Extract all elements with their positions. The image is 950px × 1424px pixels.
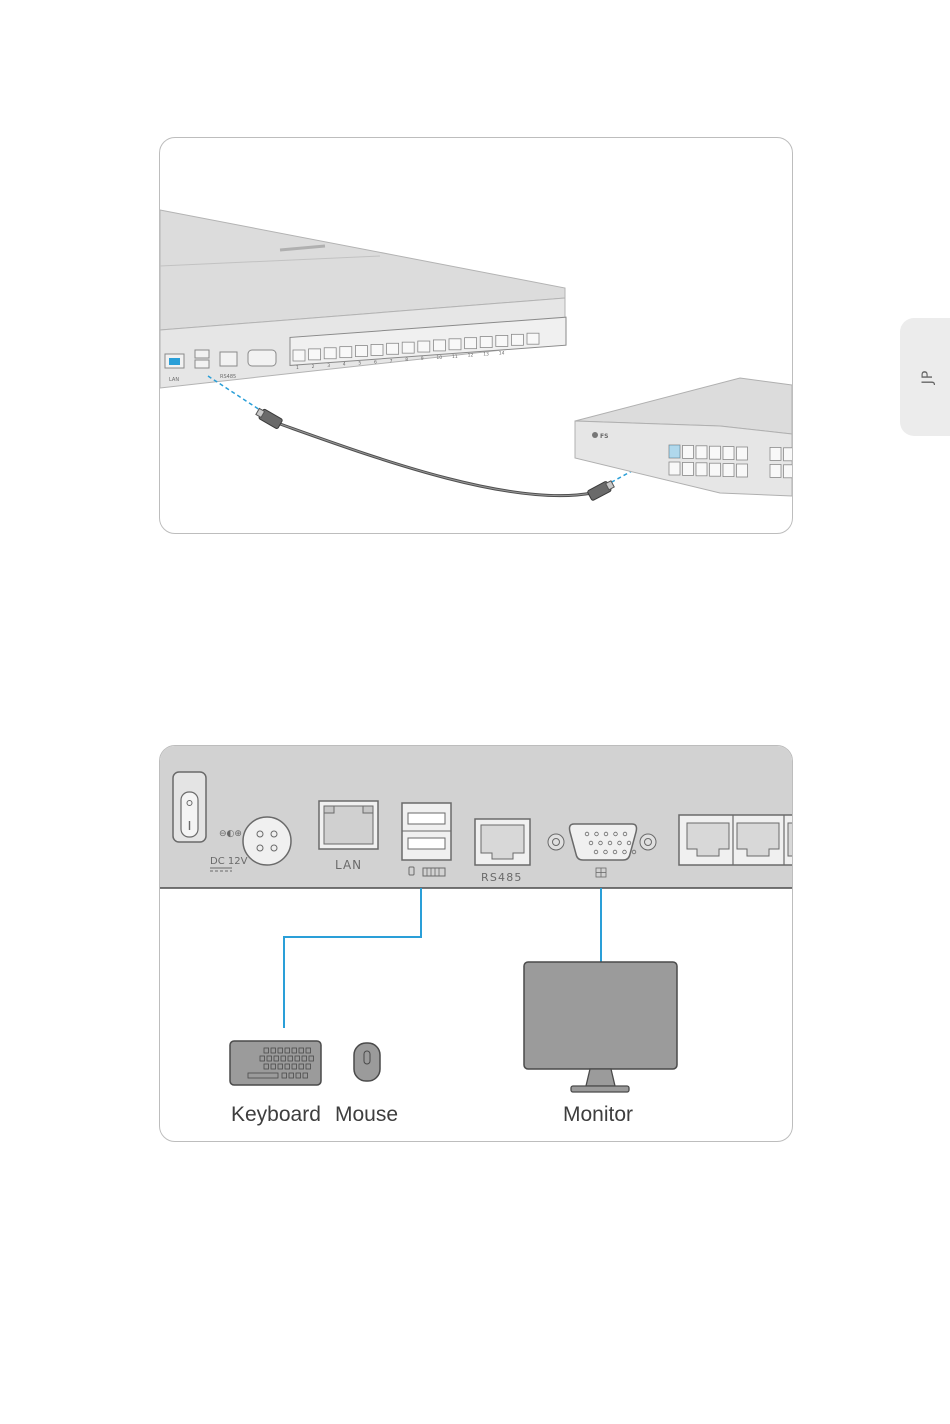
server-port-number: 5 bbox=[358, 361, 361, 367]
server-port-number: 10 bbox=[436, 355, 442, 361]
server-port-number: 4 bbox=[343, 362, 346, 368]
server-lan-label: LAN bbox=[169, 377, 179, 383]
server-port-number: 3 bbox=[327, 363, 330, 369]
server-rs485-label: RS485 bbox=[220, 374, 236, 380]
server-port-number: 14 bbox=[499, 350, 505, 356]
server-port-number: 1 bbox=[296, 365, 299, 371]
server-port-number: 7 bbox=[390, 358, 393, 364]
cable-connector-right bbox=[587, 479, 615, 501]
server-port-number: 12 bbox=[468, 353, 474, 359]
server-port-number: 2 bbox=[312, 364, 315, 370]
server-port-number: 6 bbox=[374, 359, 377, 365]
server-port-number: 8 bbox=[405, 357, 408, 363]
server-rs485-port bbox=[220, 352, 237, 366]
rs485-label: RS485 bbox=[481, 871, 523, 884]
usb-connection-line bbox=[284, 888, 421, 1028]
ethernet-cable bbox=[280, 424, 592, 496]
mouse-icon bbox=[354, 1043, 380, 1081]
monitor-caption: Monitor bbox=[563, 1103, 633, 1126]
mouse-caption: Mouse bbox=[335, 1103, 398, 1126]
language-tab-label: JP bbox=[920, 370, 936, 385]
peripheral-connection-illustration: ⊖◐⊕ DC 12V LAN RS485 bbox=[160, 746, 792, 1141]
lan-label: LAN bbox=[335, 858, 362, 872]
peripheral-connection-diagram: ⊖◐⊕ DC 12V LAN RS485 bbox=[159, 745, 793, 1142]
server-port-number: 9 bbox=[421, 356, 424, 362]
language-tab[interactable]: JP bbox=[900, 318, 950, 436]
dc-polarity-symbol: ⊖◐⊕ bbox=[219, 829, 242, 839]
server-vga-port bbox=[248, 350, 276, 366]
keyboard-caption: Keyboard bbox=[231, 1103, 321, 1126]
cable-connector-left bbox=[255, 407, 283, 430]
vga-screw-left bbox=[548, 834, 564, 850]
dc-label: DC 12V bbox=[210, 856, 248, 867]
keyboard-icon bbox=[230, 1041, 321, 1085]
vga-port bbox=[570, 824, 637, 860]
server-port-number: 11 bbox=[452, 354, 458, 360]
dc-power-jack bbox=[243, 817, 291, 865]
switch-logo: FS bbox=[600, 433, 608, 440]
monitor-icon bbox=[524, 962, 677, 1092]
vga-screw-right bbox=[640, 834, 656, 850]
server-port-number: 13 bbox=[483, 352, 489, 358]
